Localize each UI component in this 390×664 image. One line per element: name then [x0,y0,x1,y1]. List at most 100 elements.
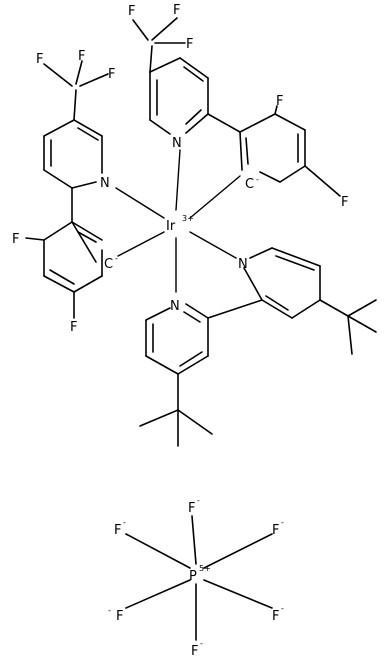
bond [179,351,203,367]
bond [275,255,315,271]
atom-label: C [245,177,254,192]
bond [43,275,75,293]
bond [185,113,209,134]
bond [347,315,377,333]
bond [243,267,263,301]
atom-label: F [186,37,193,52]
bond [261,299,293,319]
charge-label: - [197,496,200,505]
bond [239,113,276,133]
atom-label: F [12,232,19,247]
charge-label: - [108,606,111,615]
bond [291,299,321,319]
bond [347,299,377,317]
bond [73,119,103,137]
coordination-bond [117,231,165,257]
ligand-bipyridine: N N [139,247,377,447]
bond [347,315,353,355]
charge-label: 3+ [182,214,194,223]
bond [71,221,97,263]
atom-label: N [100,176,110,191]
iridium-center: Ir 3+ [115,149,241,293]
atom-label: F [36,52,43,67]
coordination-bond [115,187,165,219]
bond [77,231,97,243]
phosphorus-label: P [189,569,197,584]
bond [71,221,103,241]
charge-label: - [281,518,284,527]
bond [145,307,171,321]
bond [43,221,73,241]
atom-label: F [276,94,283,109]
atom-label: F [70,320,77,335]
atom-label: F [188,501,195,516]
bond [25,237,45,241]
bond [183,66,204,82]
atom-label: F [173,3,180,18]
bond [207,113,241,133]
bond [249,247,273,259]
atom-label: N [238,257,248,272]
bond [203,579,273,609]
charge-label: - [281,604,284,613]
charge-label: - [115,254,118,263]
iridium-label: Ir [166,219,176,234]
bond [177,409,213,435]
bond [125,533,191,569]
coordination-bond [189,175,241,219]
coordination-bond [175,149,181,211]
bond [271,247,321,267]
atom-label: N [170,299,180,314]
bond [77,127,99,141]
bond [274,105,278,115]
bond [319,299,349,317]
bond [191,515,197,565]
bond [151,17,178,41]
bond [132,19,149,41]
atom-label: F [341,195,348,210]
coordination-bond [189,231,237,259]
bond [239,131,243,171]
bond [259,171,281,183]
charge-label: - [123,518,126,527]
bond [279,165,306,183]
bond [145,355,179,375]
atom-label: F [114,523,121,538]
bond [265,295,289,311]
bond [183,311,201,323]
atom-label: F [191,644,198,659]
bond [149,119,171,135]
ligand-left: F F F N F F C - [12,49,118,335]
bond [179,57,209,79]
bond [185,303,209,319]
atom-label: N [172,136,182,151]
bond [43,63,73,87]
bond [274,113,306,131]
atom-label: F [128,4,135,19]
charge-label: 5+ [199,564,211,573]
bond [185,109,202,125]
atom-label: F [272,523,279,538]
bond [245,137,249,165]
atom-label: F [108,67,115,82]
bond [177,355,209,375]
bond [125,579,191,609]
bond [304,165,341,197]
ligand-top: F F F N F F C - [128,3,348,210]
bond [139,409,179,427]
atom-label: F [116,609,123,624]
bond [43,119,75,137]
atom-label: C [104,257,113,272]
bond [73,89,77,121]
bond [203,533,273,569]
bond [43,169,73,189]
bond [79,73,109,87]
bond [73,275,103,293]
bond [149,57,181,73]
atom-label: F [272,609,279,624]
bond [207,299,263,319]
atom-label: F [78,49,85,64]
charge-label: - [256,175,259,184]
